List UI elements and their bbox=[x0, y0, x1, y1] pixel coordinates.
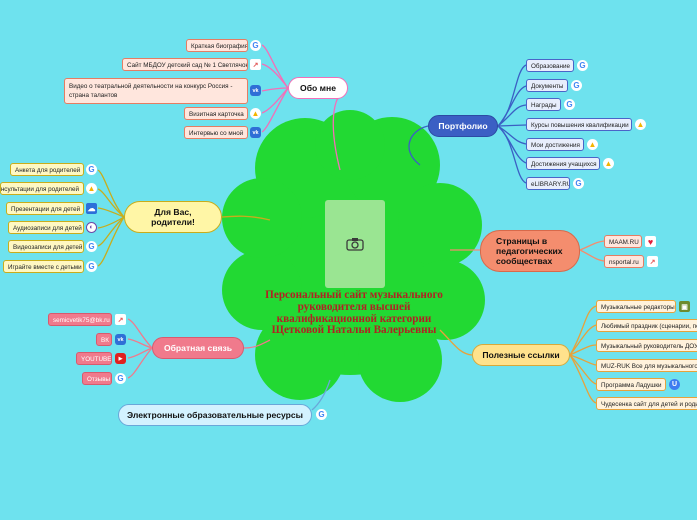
external-link-icon[interactable]: ↗ bbox=[250, 59, 261, 70]
useful-item-chudesenka[interactable]: Чудесенка сайт для детей и родителей bbox=[596, 397, 697, 410]
branch-feedback[interactable]: Обратная связь bbox=[152, 337, 244, 359]
external-link-icon[interactable]: ↗ bbox=[115, 314, 126, 325]
google-drive-icon[interactable]: ▲ bbox=[250, 108, 261, 119]
parents-item-play-together[interactable]: Играйте вместе с детьми bbox=[3, 260, 84, 273]
vk-icon[interactable]: vk bbox=[115, 334, 126, 345]
camera-icon bbox=[346, 238, 364, 251]
youtube-icon[interactable]: ▶ bbox=[115, 353, 126, 364]
portfolio-item-achievements[interactable]: Мои достижения bbox=[526, 138, 584, 151]
about-item-business-card[interactable]: Визитная карточка bbox=[184, 107, 248, 120]
branch-resources-label: Электронные образовательные ресурсы bbox=[126, 410, 304, 420]
vk-icon[interactable]: vk bbox=[250, 85, 261, 96]
feedback-item-reviews[interactable]: Отзывы bbox=[82, 372, 112, 385]
google-icon[interactable]: G bbox=[577, 60, 588, 71]
portfolio-item-education[interactable]: Образование bbox=[526, 59, 574, 72]
useful-item-ladushki[interactable]: Программа Ладушки bbox=[596, 378, 666, 391]
circle-icon[interactable]: ◐ bbox=[86, 222, 97, 233]
google-drive-icon[interactable]: ▲ bbox=[587, 139, 598, 150]
google-icon[interactable]: G bbox=[86, 241, 97, 252]
google-icon[interactable]: G bbox=[564, 99, 575, 110]
center-title: Персональный сайт музыкального руководит… bbox=[265, 289, 443, 337]
google-icon[interactable]: G bbox=[571, 80, 582, 91]
about-item-theatre-video[interactable]: Видео о театральной деятельности на конк… bbox=[64, 78, 248, 104]
feedback-item-youtube[interactable]: YOUTUBE bbox=[76, 352, 112, 365]
about-item-bio[interactable]: Краткая биография bbox=[186, 39, 248, 52]
google-icon[interactable]: G bbox=[573, 178, 584, 189]
external-link-icon[interactable]: ↗ bbox=[647, 256, 658, 267]
useful-item-favorite-holiday[interactable]: Любимый праздник (сценарии, песни) bbox=[596, 319, 697, 332]
communities-item-nsportal[interactable]: nsportal.ru bbox=[604, 255, 644, 268]
branch-portfolio-label: Портфолио bbox=[438, 121, 488, 131]
vk-icon[interactable]: vk bbox=[250, 127, 261, 138]
cloud-icon[interactable]: ☁ bbox=[86, 203, 97, 214]
center-photo bbox=[325, 200, 385, 288]
branch-communities-label: Страницы в педагогических сообществах bbox=[496, 236, 563, 266]
u-icon[interactable]: U bbox=[669, 379, 680, 390]
feedback-item-vk[interactable]: ВК bbox=[96, 333, 112, 346]
camera-icon[interactable]: ▣ bbox=[679, 301, 690, 312]
branch-communities[interactable]: Страницы в педагогических сообществах bbox=[480, 230, 580, 272]
portfolio-item-awards[interactable]: Награды bbox=[526, 98, 561, 111]
about-item-kindergarten-site[interactable]: Сайт МБДОУ детский сад № 1 Светлячок bbox=[122, 58, 248, 71]
branch-useful[interactable]: Полезные ссылки bbox=[472, 344, 570, 366]
communities-item-maam[interactable]: MAAM.RU bbox=[604, 235, 642, 248]
google-drive-icon[interactable]: ▲ bbox=[635, 119, 646, 130]
branch-portfolio[interactable]: Портфолио bbox=[428, 115, 498, 137]
portfolio-item-student-achievements[interactable]: Достижения учащихся bbox=[526, 157, 600, 170]
google-icon[interactable]: G bbox=[86, 261, 97, 272]
portfolio-item-elibrary[interactable]: eLIBRARY.RU bbox=[526, 177, 570, 190]
branch-about-label: Обо мне bbox=[300, 83, 336, 93]
useful-item-muz-ruk[interactable]: MUZ-RUK Все для музыкального bbox=[596, 359, 697, 372]
branch-useful-label: Полезные ссылки bbox=[482, 350, 560, 360]
feedback-item-email[interactable]: semicvetik75@bk.ru bbox=[48, 313, 112, 326]
heart-icon[interactable]: ♥ bbox=[645, 236, 656, 247]
branch-parents-label: Для Вас, родители! bbox=[151, 207, 195, 227]
google-drive-icon[interactable]: ▲ bbox=[603, 158, 614, 169]
google-icon[interactable]: G bbox=[115, 373, 126, 384]
google-drive-icon[interactable]: ▲ bbox=[86, 183, 97, 194]
google-icon[interactable]: G bbox=[86, 164, 97, 175]
parents-item-presentations[interactable]: Презентации для детей bbox=[6, 202, 84, 215]
google-icon[interactable]: G bbox=[250, 40, 261, 51]
parents-item-consultations[interactable]: Консультации для родителей bbox=[0, 182, 84, 195]
google-icon[interactable]: G bbox=[316, 409, 327, 420]
branch-resources[interactable]: Электронные образовательные ресурсы bbox=[118, 404, 312, 426]
useful-item-music-editors[interactable]: Музыкальные редакторы bbox=[596, 300, 676, 313]
portfolio-item-documents[interactable]: Документы bbox=[526, 79, 568, 92]
branch-about[interactable]: Обо мне bbox=[288, 77, 348, 99]
branch-feedback-label: Обратная связь bbox=[163, 343, 233, 353]
about-item-interview[interactable]: Интервью со мной bbox=[184, 126, 248, 139]
parents-item-survey[interactable]: Анкета для родителей bbox=[10, 163, 84, 176]
parents-item-audio[interactable]: Аудиозаписи для детей bbox=[8, 221, 84, 234]
branch-parents[interactable]: Для Вас, родители! bbox=[124, 201, 222, 233]
portfolio-item-courses[interactable]: Курсы повышения квалификации bbox=[526, 118, 632, 131]
parents-item-video[interactable]: Видеозаписи для детей bbox=[8, 240, 84, 253]
useful-item-music-director[interactable]: Музыкальный руководитель ДОУ bbox=[596, 339, 697, 352]
